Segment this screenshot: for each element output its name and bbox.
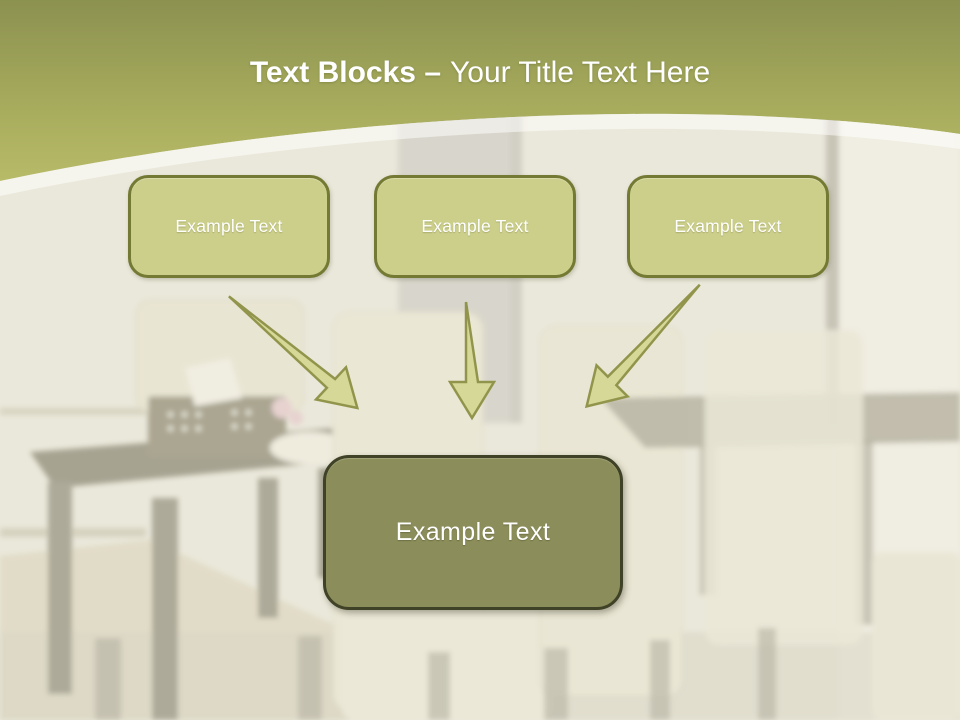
text-block-1-label: Example Text xyxy=(175,216,283,236)
text-block-2-label: Example Text xyxy=(421,216,529,236)
tissue xyxy=(185,358,242,406)
cloth xyxy=(270,432,350,464)
slide-title-rest: Your Title Text Here xyxy=(450,56,711,89)
slide-title: Text Blocks – Your Title Text Here xyxy=(0,54,960,92)
arc-band xyxy=(0,113,960,196)
text-block-result: Example Text xyxy=(323,455,623,610)
text-block-1: Example Text xyxy=(128,175,330,278)
text-block-2: Example Text xyxy=(374,175,576,278)
text-block-3-label: Example Text xyxy=(674,216,782,236)
chair xyxy=(705,330,863,645)
text-block-result-label: Example Text xyxy=(395,518,551,546)
text-block-3: Example Text xyxy=(627,175,829,278)
slide-title-emphasis: Text Blocks – xyxy=(249,56,442,89)
tissue-box xyxy=(148,396,286,456)
